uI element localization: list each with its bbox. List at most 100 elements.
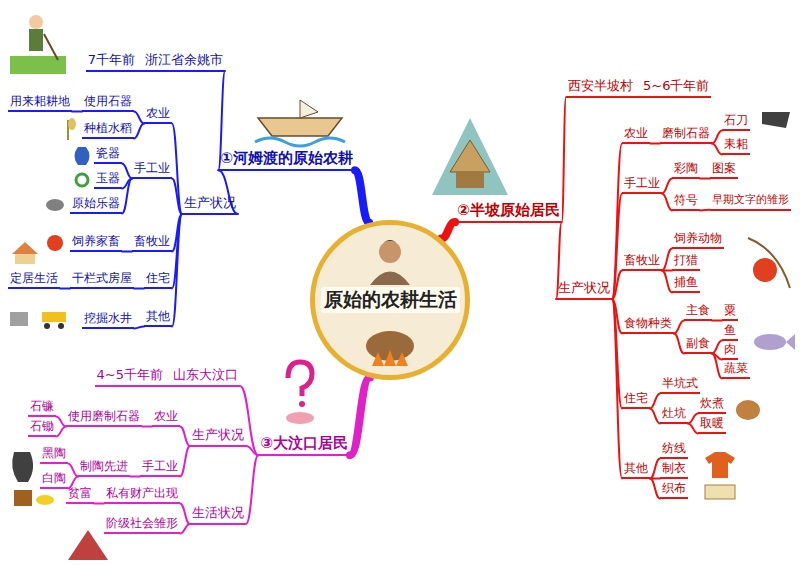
branch-line xyxy=(122,250,132,252)
boat-icon xyxy=(300,100,318,118)
topic-node: 石锄 xyxy=(28,419,56,438)
topic-text: 肉 xyxy=(724,342,736,356)
branch-line xyxy=(72,110,82,112)
branch-line xyxy=(68,463,78,476)
hub-picture xyxy=(379,241,401,263)
topic-text: 纺线 xyxy=(662,441,686,455)
topic-text: 瓷器 xyxy=(96,146,120,160)
topic-text: 私有财产出现 xyxy=(106,486,178,500)
lips-icon xyxy=(286,412,314,424)
topic-text: 住宅 xyxy=(146,271,170,285)
hub-picture xyxy=(379,240,401,248)
branch-line xyxy=(130,475,140,477)
shirt-icon xyxy=(705,452,735,478)
topic-node: 农业 xyxy=(152,409,180,428)
topic-node: 打猎 xyxy=(672,253,700,272)
topic-node: 副食 xyxy=(684,336,712,355)
hut-icon xyxy=(456,172,484,188)
topic-text: 定居生活 xyxy=(10,271,58,285)
topic-text: 阶级社会雏形 xyxy=(106,516,178,530)
topic-text: 符号 xyxy=(674,193,698,207)
topic-node: 取暖 xyxy=(698,416,726,435)
branch-line xyxy=(246,446,258,455)
branch-line xyxy=(122,178,132,213)
boat-icon xyxy=(258,118,342,136)
topic-text: 石刀 xyxy=(724,113,748,127)
topic-node: 阶级社会雏形 xyxy=(104,516,180,535)
pottery-icon xyxy=(12,452,33,482)
xun-icon xyxy=(46,199,64,211)
branch-line xyxy=(240,386,258,455)
house-icon xyxy=(15,254,35,264)
topic-node: ③大汶口居民 xyxy=(258,434,350,456)
pot-icon xyxy=(736,400,760,420)
branch-line xyxy=(134,326,144,328)
topic-text: 玉器 xyxy=(96,171,120,185)
branch-line xyxy=(172,123,182,214)
central-circle: 原始的农耕生活 xyxy=(310,220,470,380)
topic-node: 织布 xyxy=(660,481,688,500)
topic-text: 畜牧业 xyxy=(134,234,170,248)
topic-node: 手工业 xyxy=(622,176,662,195)
topic-node: 其他 xyxy=(144,309,172,328)
topic-node: 使用石器 xyxy=(82,94,134,113)
topic-text: 石镰 xyxy=(30,399,54,413)
topic-text: 主食 xyxy=(686,303,710,317)
knife-icon xyxy=(762,112,790,128)
boat-icon xyxy=(255,138,345,146)
branch-line xyxy=(662,270,672,292)
cloth-icon xyxy=(705,485,735,499)
topic-text: 半坑式 xyxy=(662,376,698,390)
bow-icon xyxy=(748,238,790,288)
vase-icon xyxy=(75,147,90,165)
branch-line xyxy=(688,423,698,433)
branch-line xyxy=(612,270,622,299)
topic-text: 耒耜 xyxy=(724,137,748,151)
branch-line xyxy=(650,142,660,144)
topic-text: ③大汶口居民 xyxy=(260,434,348,452)
branch-line xyxy=(712,353,722,378)
branch-line xyxy=(180,426,190,446)
topic-text: 使用石器 xyxy=(84,94,132,108)
farmer-icon xyxy=(44,34,58,60)
topic-node: 干栏式房屋 xyxy=(70,271,134,290)
topic-node: 西安半坡村5~6千年前 xyxy=(566,78,711,98)
topic-node: 石刀 xyxy=(722,113,750,132)
branch-line xyxy=(612,299,622,478)
farmer-icon xyxy=(29,15,43,29)
gold-icon xyxy=(36,495,54,505)
pottery-icon xyxy=(12,452,33,482)
topic-text: 生产状况 xyxy=(558,280,610,295)
topic-text: 取暖 xyxy=(700,416,724,430)
topic-node: 灶坑 xyxy=(660,406,688,425)
bucket-icon xyxy=(14,490,32,506)
bucket-icon xyxy=(14,490,32,506)
topic-text: ①河姆渡的原始农耕 xyxy=(220,149,353,167)
topic-node: 4~5千年前山东大汶口 xyxy=(95,367,240,387)
xun-icon xyxy=(46,199,64,211)
topic-text: 手工业 xyxy=(134,161,170,175)
rooster-icon xyxy=(753,258,777,282)
branch-line xyxy=(712,340,722,353)
topic-node: 图案 xyxy=(710,161,738,180)
hub-picture xyxy=(312,222,468,378)
topic-node: 黑陶 xyxy=(40,446,68,465)
topic-text: 使用磨制石器 xyxy=(68,409,140,423)
topic-node: 制衣 xyxy=(660,461,688,480)
topic-text: 灶坑 xyxy=(662,406,686,420)
fish-icon xyxy=(786,334,795,350)
branch-line xyxy=(180,503,190,524)
excavator-icon xyxy=(58,323,64,329)
branch-line xyxy=(56,416,66,426)
branch-line xyxy=(712,130,722,143)
hub-picture xyxy=(372,350,408,366)
topic-node: 纺线 xyxy=(660,441,688,460)
jade-icon xyxy=(76,174,88,186)
branch-line xyxy=(60,287,70,289)
excavator-icon xyxy=(44,323,50,329)
topic-text: 鱼 xyxy=(724,323,736,337)
vase-icon xyxy=(75,147,90,165)
branch-line xyxy=(142,425,152,427)
house-icon xyxy=(12,242,38,254)
topic-node: 生产状况 xyxy=(190,427,246,447)
